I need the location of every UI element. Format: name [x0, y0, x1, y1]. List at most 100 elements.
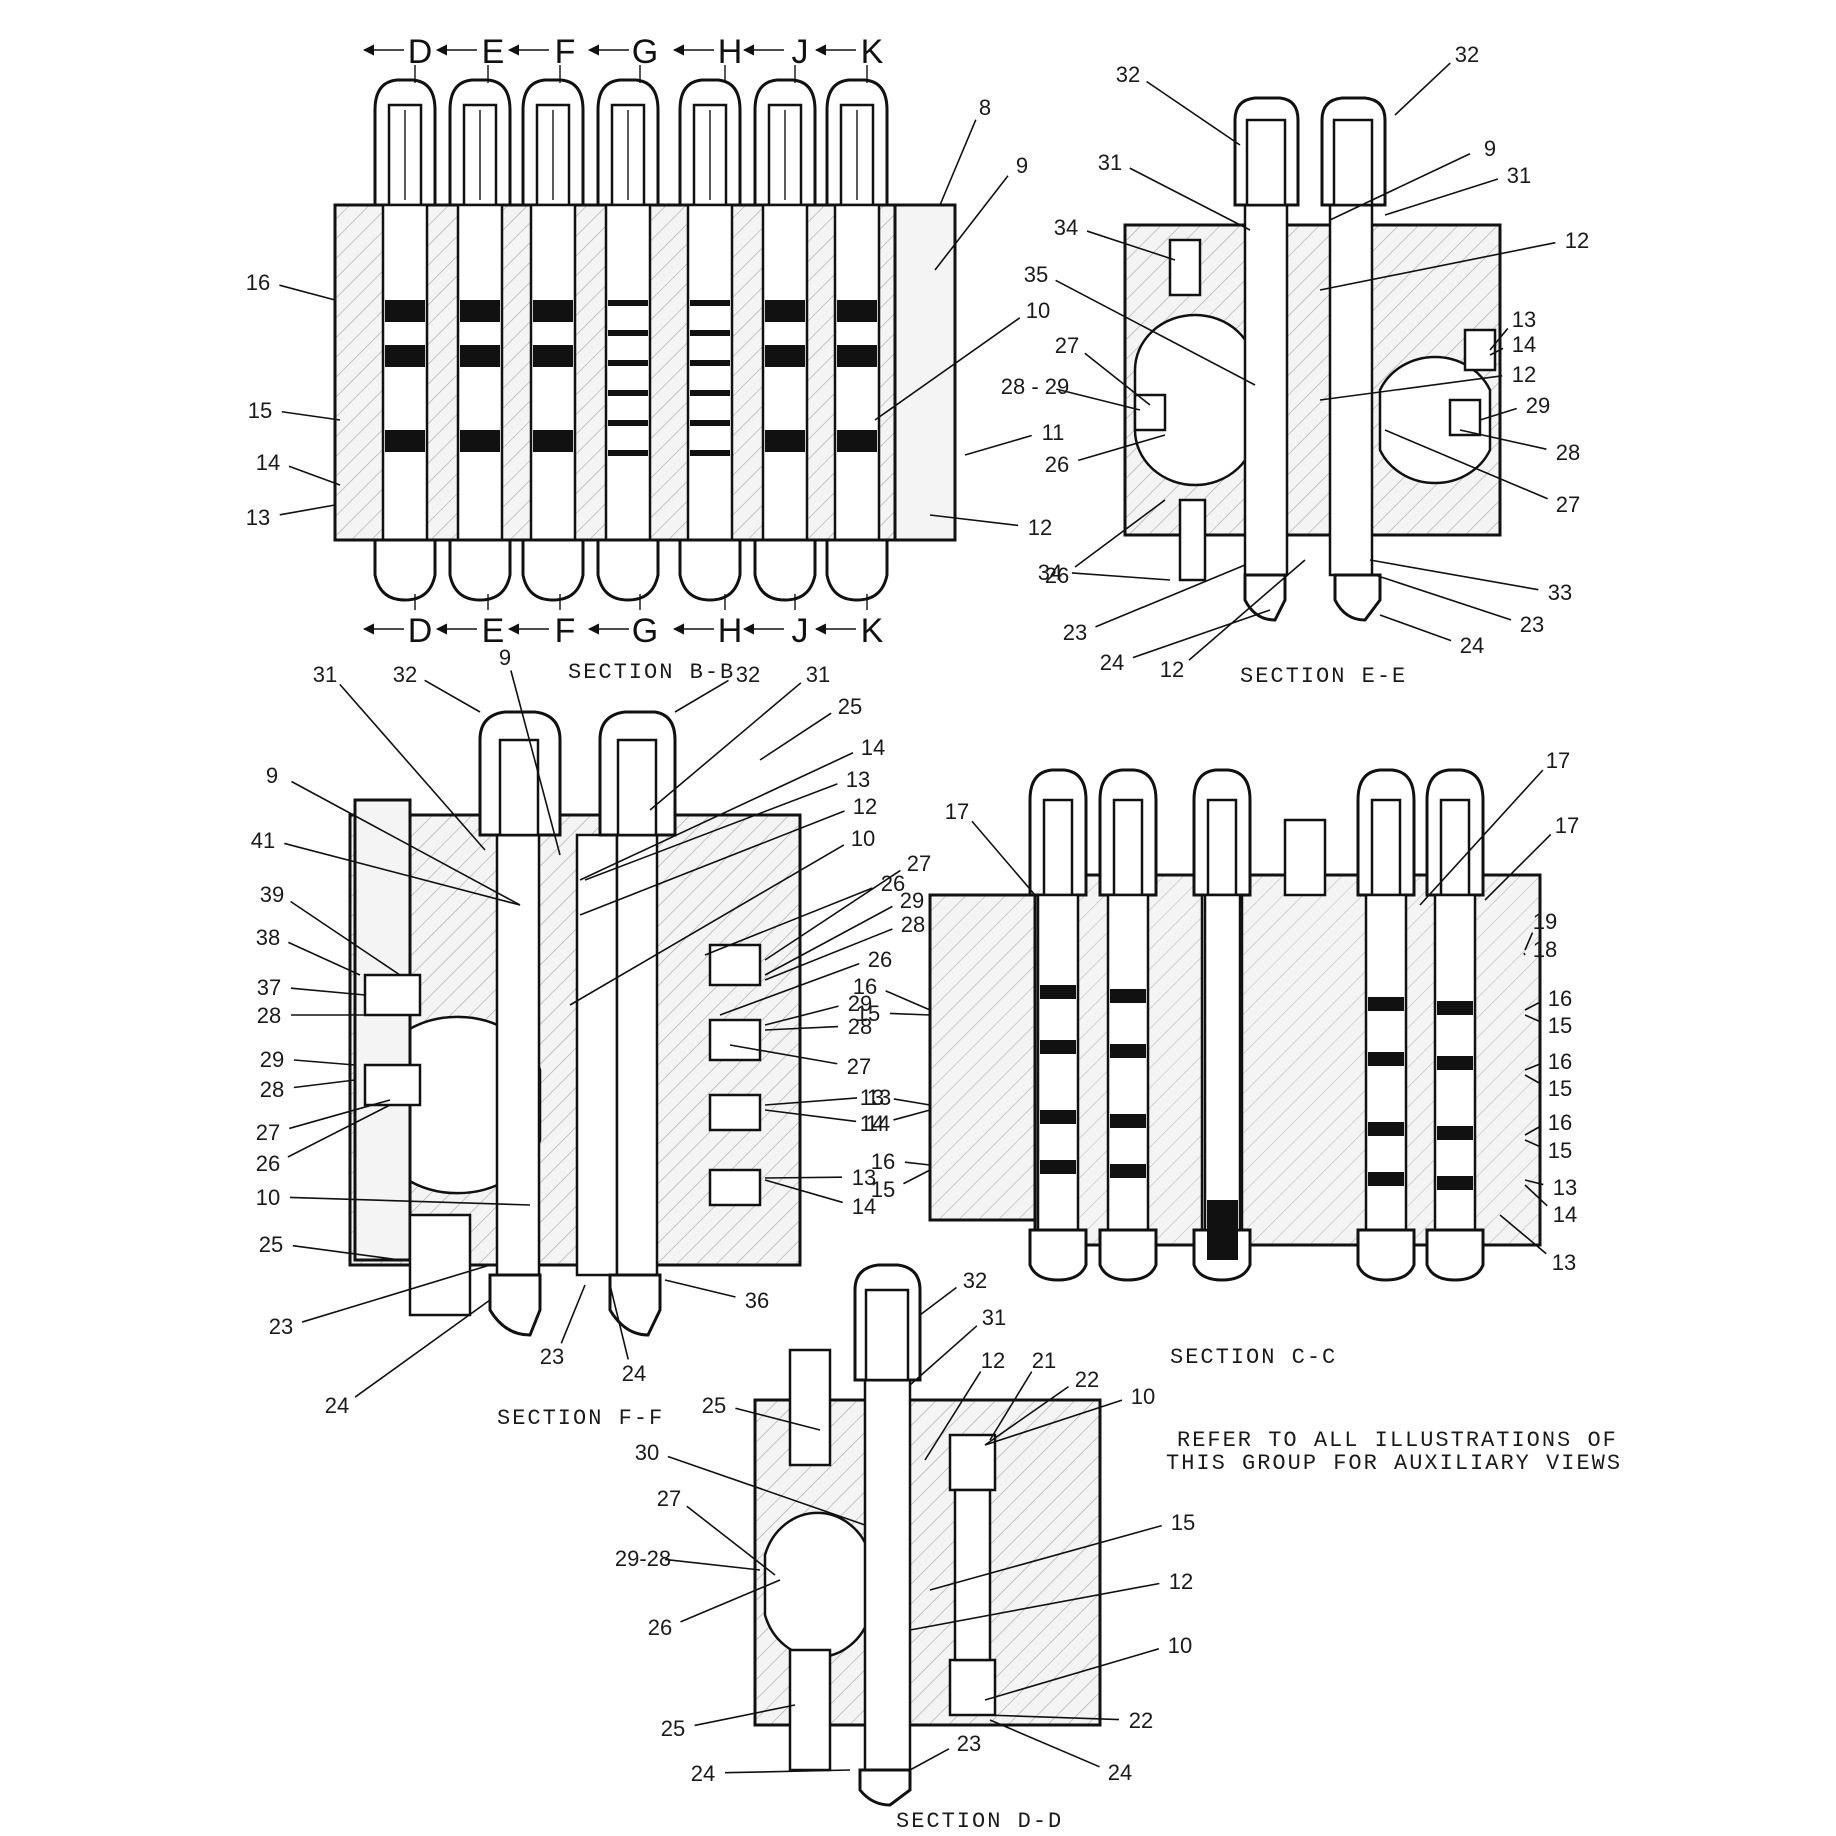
- callout-ee: 31: [1507, 163, 1531, 188]
- callout-ff: 23: [540, 1344, 564, 1369]
- leader-ee: [1369, 559, 1539, 591]
- port-letter-bottom: E: [482, 612, 505, 650]
- leader-ff: [764, 1097, 858, 1106]
- callout-bb: 11: [1042, 420, 1065, 445]
- callout-bb: 15: [248, 398, 272, 423]
- leader-ee: [1459, 429, 1547, 450]
- bb-spool: [373, 78, 437, 602]
- callout-ff: 29: [848, 991, 872, 1016]
- section-dd-title: SECTION D-D: [896, 1809, 1063, 1834]
- callout-dd: 23: [957, 1731, 981, 1756]
- callout-ee: 28: [1556, 440, 1580, 465]
- section-bb-view: [333, 78, 957, 602]
- callout-ff: 12: [853, 794, 877, 819]
- port-letter-bottom: D: [408, 612, 433, 650]
- leader-ff: [649, 682, 802, 811]
- leader-ff: [424, 679, 481, 713]
- leader-ee: [1055, 279, 1256, 386]
- callout-dd: 22: [1075, 1367, 1099, 1392]
- callout-ff: 38: [256, 925, 280, 950]
- leader-ff: [301, 1264, 491, 1323]
- port-letter-top: F: [555, 33, 576, 71]
- leader-ff: [764, 1109, 857, 1123]
- leader-dd: [694, 1704, 796, 1727]
- leader-dd: [680, 1579, 781, 1623]
- leader-ff: [291, 780, 521, 906]
- leader-bb: [279, 284, 336, 301]
- leader-ff: [579, 810, 845, 916]
- leader-ee: [1384, 429, 1548, 500]
- leader-cc: [889, 1012, 931, 1016]
- leader-dd: [667, 1455, 866, 1526]
- section-ff-view: [348, 710, 802, 1337]
- callout-ee: 32: [1116, 62, 1140, 87]
- callout-dd: 22: [1129, 1708, 1153, 1733]
- callout-cc: 14: [1553, 1202, 1577, 1227]
- callout-ee: 27: [1556, 492, 1580, 517]
- port-letter-top: G: [632, 33, 658, 71]
- callout-ff: 41: [251, 828, 275, 853]
- leader-bb: [288, 465, 341, 486]
- leader-ee: [1188, 559, 1306, 661]
- leader-ee: [1095, 564, 1246, 628]
- callout-ee: 34: [1054, 215, 1078, 240]
- leader-bb: [929, 514, 1019, 527]
- leader-ff: [290, 900, 401, 976]
- leader-dd: [924, 1371, 982, 1461]
- callout-ee: 31: [1098, 150, 1122, 175]
- callout-dd: 10: [1131, 1384, 1155, 1409]
- leader-dd: [989, 1371, 1033, 1441]
- callout-cc: 13: [860, 1085, 884, 1110]
- leader-ee: [1394, 62, 1451, 116]
- leader-cc: [1524, 1184, 1548, 1207]
- section-dd-view: [753, 1263, 1102, 1807]
- callout-cc: 16: [1548, 1049, 1572, 1074]
- leader-ff: [354, 1299, 491, 1398]
- callout-ee: 29: [1526, 393, 1550, 418]
- leader-ff: [729, 1044, 838, 1065]
- auxiliary-views-note-line1: REFER TO ALL ILLUSTRATIONS OF: [1177, 1428, 1618, 1453]
- callout-cc: 19: [1533, 909, 1557, 934]
- leader-ee: [1319, 374, 1503, 401]
- leader-ee: [1071, 572, 1171, 581]
- callout-cc: 15: [856, 1001, 880, 1026]
- callout-dd: 21: [1032, 1348, 1056, 1373]
- leader-ff: [293, 1079, 356, 1089]
- callout-ee: 23: [1063, 620, 1087, 645]
- leader-dd: [929, 1524, 1162, 1591]
- leader-cc: [1419, 769, 1544, 906]
- leader-ee: [1146, 80, 1241, 146]
- section-ee-view: [1123, 96, 1502, 622]
- leader-cc: [885, 990, 931, 1011]
- leader-ff: [609, 1284, 629, 1360]
- callout-labels: 8910111216151413323231931341235131427122…: [246, 42, 1589, 1786]
- leader-ff: [764, 905, 893, 976]
- callout-cc: 16: [1548, 986, 1572, 1011]
- callout-cc: 15: [1548, 1013, 1572, 1038]
- leader-cc: [1484, 833, 1552, 901]
- leader-cc: [1524, 1126, 1540, 1136]
- callout-ee: 12: [1512, 362, 1536, 387]
- leader-bb: [279, 504, 336, 516]
- port-letter-top: J: [792, 33, 809, 71]
- bb-spool: [753, 78, 817, 602]
- callout-bb: 14: [256, 450, 280, 475]
- leader-ff: [569, 844, 845, 1006]
- callout-ff: 14: [852, 1194, 876, 1219]
- callout-dd: 15: [1171, 1510, 1195, 1535]
- section-cc-title: SECTION C-C: [1170, 1345, 1337, 1370]
- port-letter-top: D: [408, 33, 433, 71]
- callout-cc: 17: [1546, 748, 1570, 773]
- leader-cc: [893, 1109, 931, 1121]
- leader-cc: [1524, 1179, 1544, 1186]
- port-letter-bottom: K: [861, 612, 884, 650]
- leader-ee: [1056, 388, 1141, 411]
- callout-cc: 16: [853, 974, 877, 999]
- callout-bb: 16: [246, 270, 270, 295]
- leader-ff: [759, 712, 832, 761]
- callout-dd: 25: [661, 1716, 685, 1741]
- cc-spool: [1028, 768, 1088, 1282]
- callout-ff: 28: [848, 1014, 872, 1039]
- callout-ff: 14: [866, 1111, 890, 1136]
- callout-dd: 24: [691, 1761, 715, 1786]
